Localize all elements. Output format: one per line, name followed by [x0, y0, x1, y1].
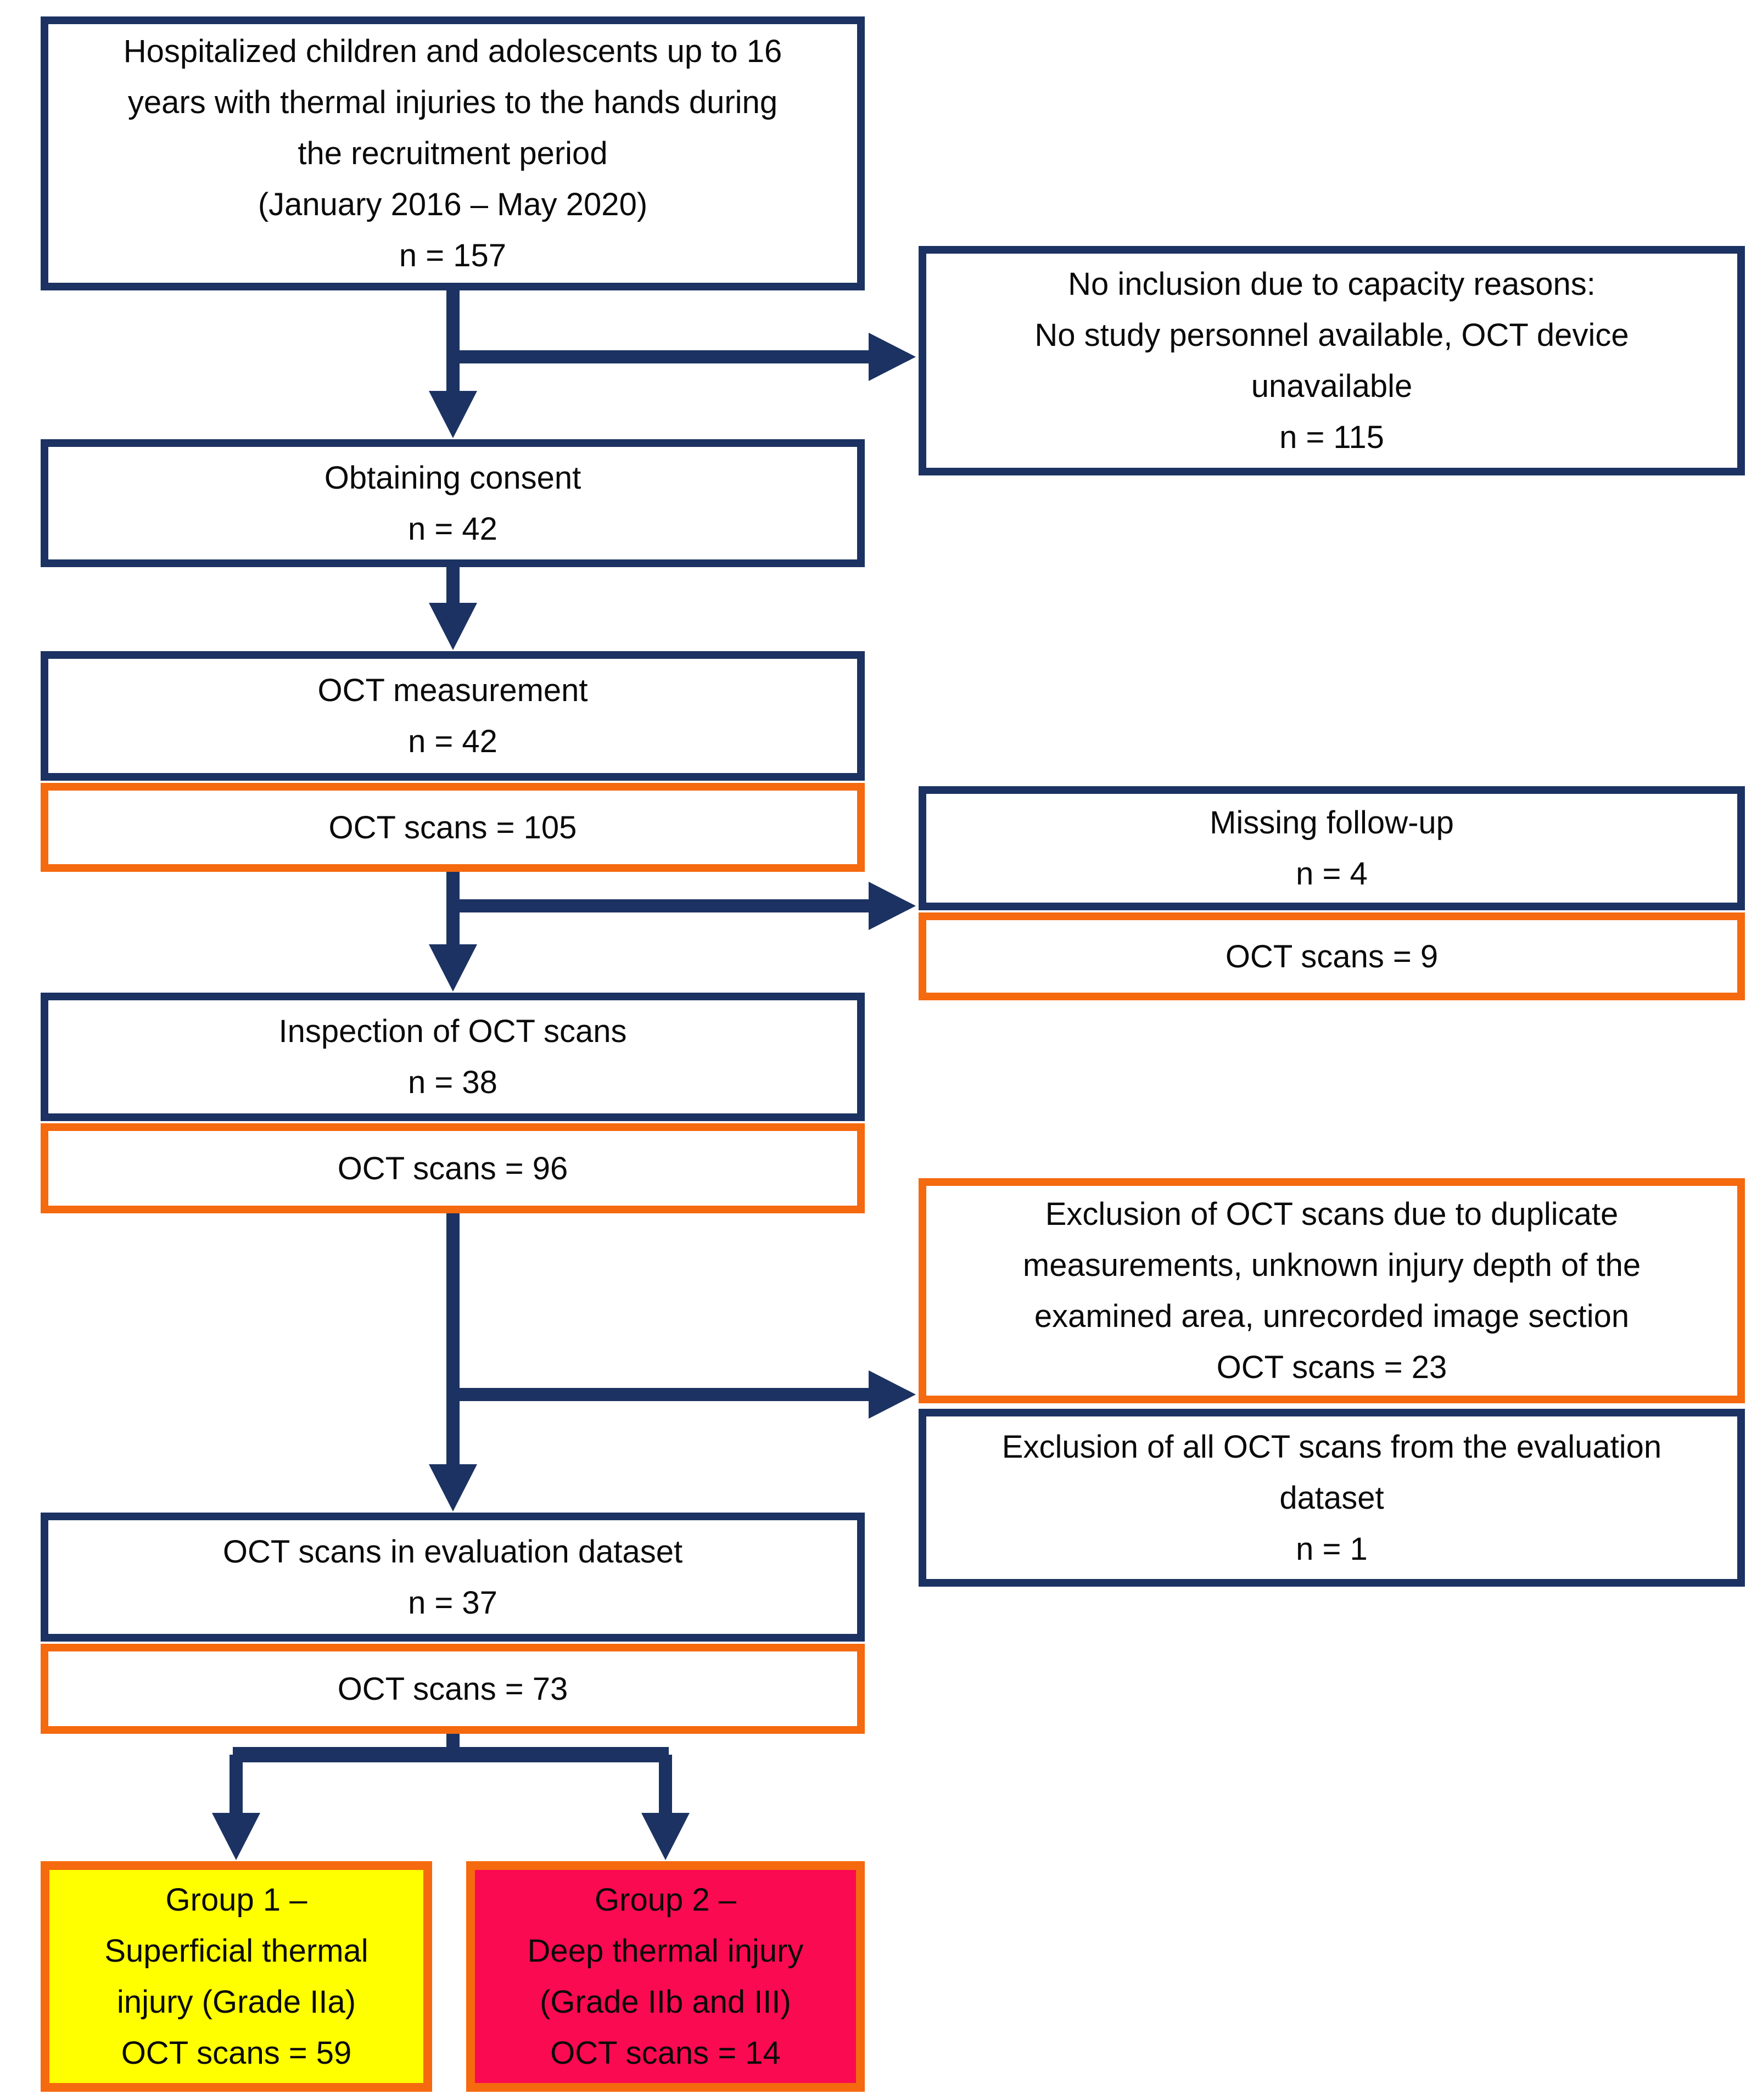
box-oct-scans-105: OCT scans = 105 — [41, 783, 865, 872]
box-exclusion-all: Exclusion of all OCT scans from the eval… — [919, 1409, 1745, 1587]
box-obtaining-consent: Obtaining consent n = 42 — [41, 439, 865, 567]
arrowhead-no-inclusion — [869, 333, 916, 381]
box-evaluation-dataset: OCT scans in evaluation dataset n = 37 — [41, 1513, 865, 1642]
box-group2-deep: Group 2 – Deep thermal injury (Grade IIb… — [466, 1861, 865, 2092]
box-no-inclusion: No inclusion due to capacity reasons: No… — [919, 246, 1745, 475]
arrowhead-measurement — [429, 603, 477, 650]
box-oct-scans-9: OCT scans = 9 — [919, 912, 1745, 1000]
box-oct-scans-96: OCT scans = 96 — [41, 1123, 865, 1213]
box-missing-followup: Missing follow-up n = 4 — [919, 786, 1745, 910]
arrowhead-group1 — [212, 1813, 260, 1860]
arrowhead-missing-followup — [869, 882, 916, 930]
arrowhead-evaluation — [429, 1464, 477, 1511]
arrowhead-exclusion — [869, 1370, 916, 1419]
box-oct-measurement: OCT measurement n = 42 — [41, 651, 865, 781]
box-recruitment: Hospitalized children and adolescents up… — [41, 16, 865, 290]
arrowhead-inspection — [429, 944, 477, 992]
box-inspection: Inspection of OCT scans n = 38 — [41, 993, 865, 1121]
arrowhead-group2 — [641, 1813, 690, 1860]
box-exclusion-scans: Exclusion of OCT scans due to duplicate … — [919, 1178, 1745, 1403]
box-group1-superficial: Group 1 – Superficial thermal injury (Gr… — [41, 1861, 432, 2092]
box-oct-scans-73: OCT scans = 73 — [41, 1644, 865, 1734]
arrowhead-recruitment-consent — [429, 391, 477, 438]
